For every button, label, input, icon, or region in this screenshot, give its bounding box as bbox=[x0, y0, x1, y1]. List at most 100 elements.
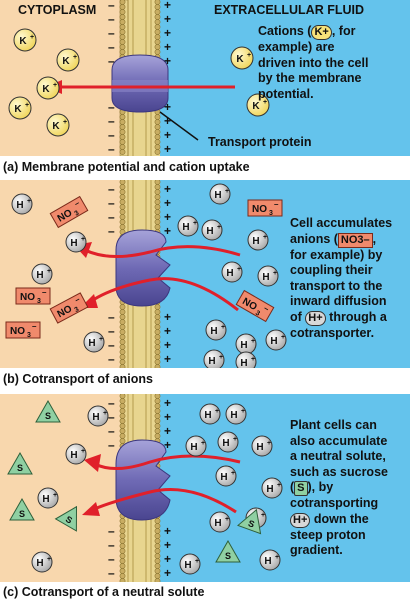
h-ion: H+ bbox=[185, 435, 207, 457]
svg-text:NO: NO bbox=[20, 292, 35, 303]
s-solute: S bbox=[54, 505, 78, 532]
svg-text:3: 3 bbox=[73, 306, 80, 314]
h-ion: H+ bbox=[265, 329, 287, 351]
panel-b-text-1: anions ( bbox=[290, 231, 338, 246]
svg-text:H: H bbox=[190, 442, 197, 453]
svg-text:H: H bbox=[16, 200, 23, 211]
minus-sign: – bbox=[108, 424, 115, 438]
svg-text:H: H bbox=[182, 222, 189, 233]
plus-sign: + bbox=[164, 538, 172, 552]
k-ion: K+ bbox=[230, 46, 254, 70]
svg-text:+: + bbox=[263, 234, 267, 241]
svg-text:K: K bbox=[14, 104, 22, 115]
plus-sign: + bbox=[164, 324, 172, 338]
plus-sign: + bbox=[164, 438, 172, 452]
panel-c-description: Plant cells can also accumulate a neutra… bbox=[290, 418, 410, 559]
header-extracellular: EXTRACELLULAR FLUID bbox=[214, 3, 364, 17]
svg-text:S: S bbox=[225, 551, 231, 561]
h-ion: H+ bbox=[87, 405, 109, 427]
svg-text:–: – bbox=[262, 304, 271, 314]
k-ion: K+ bbox=[56, 48, 80, 72]
svg-text:S: S bbox=[247, 518, 256, 529]
panel-a-text-2: , for bbox=[331, 24, 356, 38]
svg-text:+: + bbox=[215, 408, 219, 415]
k-ion: K+ bbox=[246, 93, 270, 117]
s-solute: S bbox=[9, 497, 35, 521]
h-ion: H+ bbox=[65, 443, 87, 465]
minus-sign: – bbox=[108, 54, 115, 68]
svg-text:H: H bbox=[204, 410, 211, 421]
svg-text:3: 3 bbox=[27, 332, 31, 339]
minus-sign: – bbox=[108, 224, 115, 238]
h-ion: H+ bbox=[235, 351, 257, 368]
svg-text:S: S bbox=[17, 463, 23, 473]
panel-c-text-11: gradient. bbox=[290, 543, 343, 557]
s-solute: S bbox=[35, 399, 61, 423]
panel-b-description: Cell accumulates anions (NO3–, for examp… bbox=[290, 216, 410, 341]
panel-b-text-0: Cell accumulates bbox=[290, 216, 393, 230]
minus-sign: – bbox=[108, 524, 115, 538]
panel-c-text-10: steep proton bbox=[290, 527, 366, 542]
svg-text:H: H bbox=[266, 484, 273, 495]
minus-sign: – bbox=[108, 196, 115, 210]
panel-b-caption: (b) Cotransport of anions bbox=[3, 372, 153, 386]
svg-text:+: + bbox=[195, 558, 199, 565]
svg-text:H: H bbox=[262, 272, 269, 283]
panel-b-text-7: inward diffusion bbox=[290, 294, 387, 308]
panel-a-text-4: driven into the cell bbox=[258, 55, 369, 70]
svg-text:+: + bbox=[241, 408, 245, 415]
no3-ion: NO3– bbox=[235, 289, 275, 323]
plus-sign: + bbox=[164, 142, 172, 156]
header-cytoplasm: CYTOPLASM bbox=[18, 3, 97, 17]
svg-text:S: S bbox=[45, 411, 51, 421]
svg-text:+: + bbox=[193, 220, 197, 227]
svg-text:–: – bbox=[274, 200, 279, 209]
h-ions: H+H+H+H+H+H+H+H+H+H+H+H+H+H+H+ bbox=[31, 403, 283, 575]
svg-text:H: H bbox=[252, 236, 259, 247]
svg-text:H: H bbox=[256, 442, 263, 453]
svg-text:–: – bbox=[73, 294, 82, 304]
minus-sign: – bbox=[108, 0, 115, 12]
plus-sign: + bbox=[164, 196, 172, 210]
svg-text:+: + bbox=[247, 52, 251, 59]
svg-text:+: + bbox=[277, 482, 281, 489]
svg-text:H: H bbox=[240, 340, 247, 351]
panel-b-text-6: transport to the bbox=[290, 278, 383, 293]
h-ion: H+ bbox=[177, 215, 199, 237]
svg-text:+: + bbox=[261, 512, 265, 519]
plus-sign: + bbox=[164, 524, 172, 538]
svg-text:+: + bbox=[237, 266, 241, 273]
svg-text:NO: NO bbox=[10, 326, 25, 337]
svg-text:H: H bbox=[214, 518, 221, 529]
svg-text:+: + bbox=[25, 102, 29, 109]
plus-sign: + bbox=[164, 424, 172, 438]
svg-text:+: + bbox=[275, 554, 279, 561]
h-ion: H+ bbox=[31, 263, 53, 285]
svg-text:+: + bbox=[27, 198, 31, 205]
svg-text:H: H bbox=[230, 410, 237, 421]
h-ion: H+ bbox=[215, 465, 237, 487]
plus-sign: + bbox=[164, 410, 172, 424]
minus-sign: – bbox=[108, 566, 115, 580]
svg-text:K: K bbox=[252, 101, 260, 112]
s-inline-chip: S bbox=[294, 481, 308, 496]
svg-text:+: + bbox=[81, 448, 85, 455]
h-ion: H+ bbox=[225, 403, 247, 425]
svg-text:K: K bbox=[236, 54, 244, 65]
s-solute: S bbox=[237, 508, 262, 535]
plus-sign: + bbox=[164, 26, 172, 40]
plus-sign: + bbox=[164, 338, 172, 352]
svg-text:H: H bbox=[220, 472, 227, 483]
h-ion: H+ bbox=[221, 261, 243, 283]
plus-sign: + bbox=[164, 352, 172, 366]
svg-text:H: H bbox=[70, 450, 77, 461]
extracellular-region bbox=[158, 394, 410, 582]
svg-text:3: 3 bbox=[269, 210, 273, 217]
panel-c-text-3: such as sucrose bbox=[290, 464, 388, 479]
minus-sign: – bbox=[108, 552, 115, 566]
svg-text:+: + bbox=[30, 34, 34, 41]
